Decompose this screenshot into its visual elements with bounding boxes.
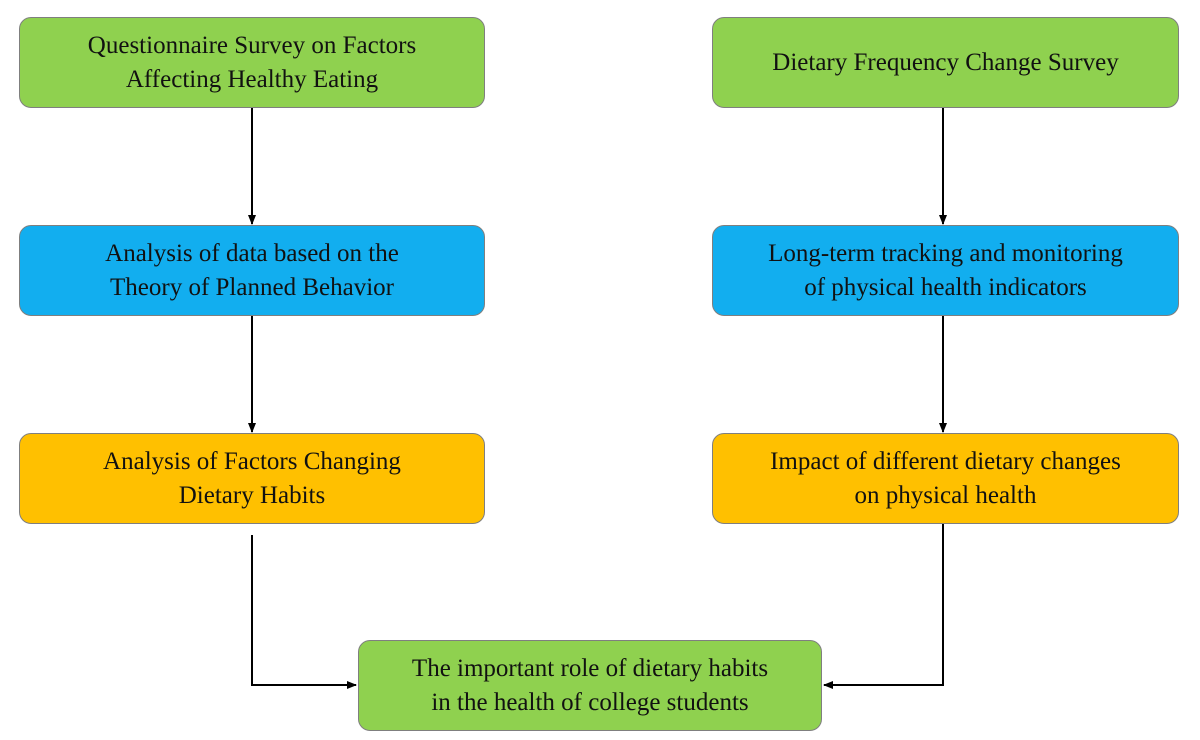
node-questionnaire: Questionnaire Survey on Factors Affectin… [19,17,485,108]
node-tracking-label: Long-term tracking and monitoring of phy… [768,239,1123,301]
node-factors-analysis-label: Analysis of Factors Changing Dietary Hab… [103,447,401,509]
node-impact-label: Impact of different dietary changes on p… [770,447,1121,509]
node-tracking: Long-term tracking and monitoring of phy… [712,225,1179,316]
node-questionnaire-label: Questionnaire Survey on Factors Affectin… [87,31,417,93]
node-frequency-survey: Dietary Frequency Change Survey [712,17,1179,108]
node-impact: Impact of different dietary changes on p… [712,433,1179,524]
node-conclusion: The important role of dietary habits in … [358,640,822,731]
node-tpb-analysis-label: Analysis of data based on the Theory of … [105,239,399,301]
node-tpb-analysis: Analysis of data based on the Theory of … [19,225,485,316]
arrow-factors-analysis-to-conclusion [251,535,357,689]
node-conclusion-label: The important role of dietary habits in … [411,654,769,716]
node-factors-analysis: Analysis of Factors Changing Dietary Hab… [19,433,485,524]
arrow-impact-to-conclusion [823,524,944,689]
node-frequency-survey-label: Dietary Frequency Change Survey [772,48,1119,76]
